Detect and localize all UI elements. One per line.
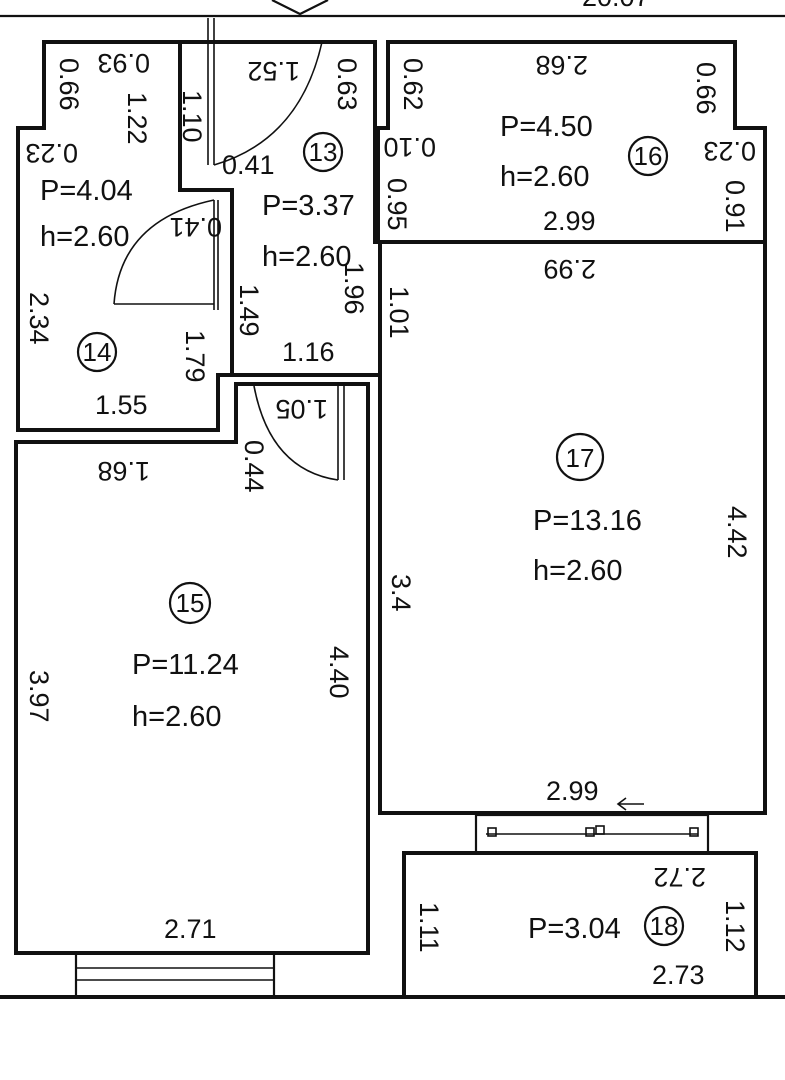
room-14-number: 14 [83, 337, 112, 367]
room-16-badge [627, 135, 669, 177]
dim-r13-lower-right: 1.96 [339, 262, 369, 315]
dim-r16-left: 0.95 [382, 178, 412, 231]
room-14: 0.93 0.66 1.22 0.23 P=4.04 h=2.60 0.41 2… [16, 40, 234, 432]
dim-r17-left-top: 1.01 [384, 286, 414, 339]
room-13: 1.52 0.63 1.10 0.41 13 P=3.37 h=2.60 1.9… [177, 18, 382, 377]
dim-r16-right: 0.91 [720, 180, 750, 233]
dim-r18-left: 1.11 [414, 902, 444, 953]
room-14-height: h=2.60 [40, 221, 130, 253]
dim-r16-step-left: 0.10 [383, 132, 436, 162]
dim-r16-top: 2.68 [535, 50, 588, 80]
balcony-door [474, 813, 710, 855]
room-17-height: h=2.60 [533, 555, 623, 587]
room-18-area: P=3.04 [528, 913, 621, 945]
dim-r17-right: 4.42 [722, 506, 752, 559]
room-13-area: P=3.37 [262, 190, 355, 222]
dim-r14-door: 0.41 [169, 212, 222, 242]
direction-arrow [616, 797, 644, 811]
dim-r13-right: 0.63 [332, 58, 362, 111]
dim-r15-door-side: 0.44 [239, 440, 269, 493]
dim-r14-right: 1.79 [180, 330, 210, 383]
room-15-window [74, 951, 276, 999]
dim-r14-top-right: 1.22 [122, 92, 152, 145]
room-15-height: h=2.60 [132, 701, 222, 733]
dim-r13-step: 0.41 [222, 150, 275, 180]
room-17-badge [555, 432, 605, 482]
dim-r14-top: 0.93 [97, 48, 150, 78]
dim-r15-right: 4.40 [324, 646, 354, 699]
dim-r16-right-top: 0.66 [691, 62, 721, 115]
room-18: 2.72 1.11 P=3.04 18 1.12 2.73 [402, 851, 758, 999]
room-15-area: P=11.24 [132, 649, 239, 681]
room-18-number: 18 [650, 911, 679, 941]
room-14-area: P=4.04 [40, 175, 133, 207]
dim-r18-right: 1.12 [720, 900, 750, 953]
room-17-number: 17 [566, 443, 595, 473]
top-cut-dimension: 20.07 [582, 0, 650, 12]
dim-r13-lower-left: 1.49 [234, 284, 264, 337]
dim-r14-left: 2.34 [24, 292, 54, 345]
dim-r15-door: 1.05 [275, 394, 328, 424]
dim-r16-bottom: 2.99 [543, 206, 596, 236]
room-15-badge [168, 581, 212, 625]
room-13-number: 13 [309, 137, 338, 167]
dim-r14-step: 0.23 [25, 138, 78, 168]
room-17: 2.99 1.01 17 P=13.16 h=2.60 3.4 4.42 2.9… [378, 240, 767, 855]
dim-r18-bottom: 2.73 [652, 960, 705, 990]
room-17-area: P=13.16 [533, 505, 642, 537]
dim-r15-left: 3.97 [24, 670, 54, 723]
dim-r15-bottom: 2.71 [164, 914, 217, 944]
entry-arrow [271, 0, 329, 16]
dim-r14-bottom: 1.55 [95, 390, 148, 420]
room-15: 1.68 1.05 0.44 15 P=11.24 h=2.60 3.97 4.… [14, 382, 370, 999]
dim-r17-left: 3.4 [386, 574, 416, 612]
room-16-area: P=4.50 [500, 111, 593, 143]
dim-r15-top: 1.68 [97, 456, 150, 486]
dim-r16-step-right: 0.23 [703, 136, 756, 166]
dim-r14-top-left: 0.66 [54, 58, 84, 111]
room-15-number: 15 [176, 588, 205, 618]
room-13-badge [302, 131, 344, 173]
room-18-badge [643, 905, 685, 947]
room-16-number: 16 [634, 141, 663, 171]
dim-r16-left-top: 0.62 [398, 58, 428, 111]
dim-r13-top: 1.52 [247, 56, 300, 86]
dim-r13-bottom: 1.16 [282, 337, 335, 367]
room-16: 2.68 0.62 0.66 P=4.50 h=2.60 0.10 0.23 1… [376, 40, 767, 244]
room-13-height: h=2.60 [262, 241, 352, 273]
dim-r18-top: 2.72 [653, 862, 706, 892]
room-14-badge [76, 331, 118, 373]
room-16-height: h=2.60 [500, 161, 590, 193]
dim-r17-bottom: 2.99 [546, 776, 599, 806]
dim-r17-top: 2.99 [543, 254, 596, 284]
